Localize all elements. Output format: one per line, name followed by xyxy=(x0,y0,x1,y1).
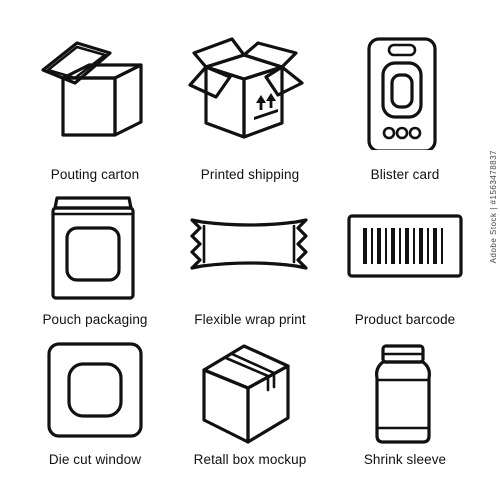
flow-wrap-icon xyxy=(190,218,308,270)
icon-tile-flexible-wrap-print: Flexible wrap print xyxy=(170,190,330,350)
icon-label: Flexible wrap print xyxy=(194,312,306,327)
this-side-up-icon xyxy=(254,93,278,120)
icon-tile-retall-box-mockup: Retall box mockup xyxy=(170,330,330,490)
icon-tile-product-barcode: Product barcode xyxy=(325,190,485,350)
open-shipping-box-icon xyxy=(188,37,304,139)
icon-tile-blister-card: Blister card xyxy=(325,25,485,185)
blister-card-icon xyxy=(367,37,437,150)
icon-label: Die cut window xyxy=(48,452,142,467)
icon-label: Printed shipping xyxy=(200,167,300,182)
icon-tile-pouting-carton: Pouting carton xyxy=(15,25,175,185)
icon-tile-shrink-sleeve: Shrink sleeve xyxy=(325,330,485,490)
icon-tile-die-cut-window: Die cut window xyxy=(15,330,175,490)
icon-tile-pouch-packaging: Pouch packaging xyxy=(15,190,175,350)
icon-tile-printed-shipping: Printed shipping xyxy=(170,25,330,185)
stock-watermark-id: Adobe Stock | #1563478837 xyxy=(489,150,498,264)
icon-label: Blister card xyxy=(370,167,440,182)
icon-label: Pouch packaging xyxy=(42,312,148,327)
icon-label: Shrink sleeve xyxy=(363,452,447,467)
icon-label: Retall box mockup xyxy=(193,452,307,467)
icon-label: Pouting carton xyxy=(50,167,140,182)
jar-sleeve-icon xyxy=(375,344,431,444)
open-lid-carton-icon xyxy=(41,41,143,137)
icon-label: Product barcode xyxy=(354,312,456,327)
die-cut-window-icon xyxy=(47,342,143,438)
pouch-icon xyxy=(51,196,135,300)
closed-box-icon xyxy=(202,344,290,444)
barcode-icon xyxy=(347,214,463,278)
